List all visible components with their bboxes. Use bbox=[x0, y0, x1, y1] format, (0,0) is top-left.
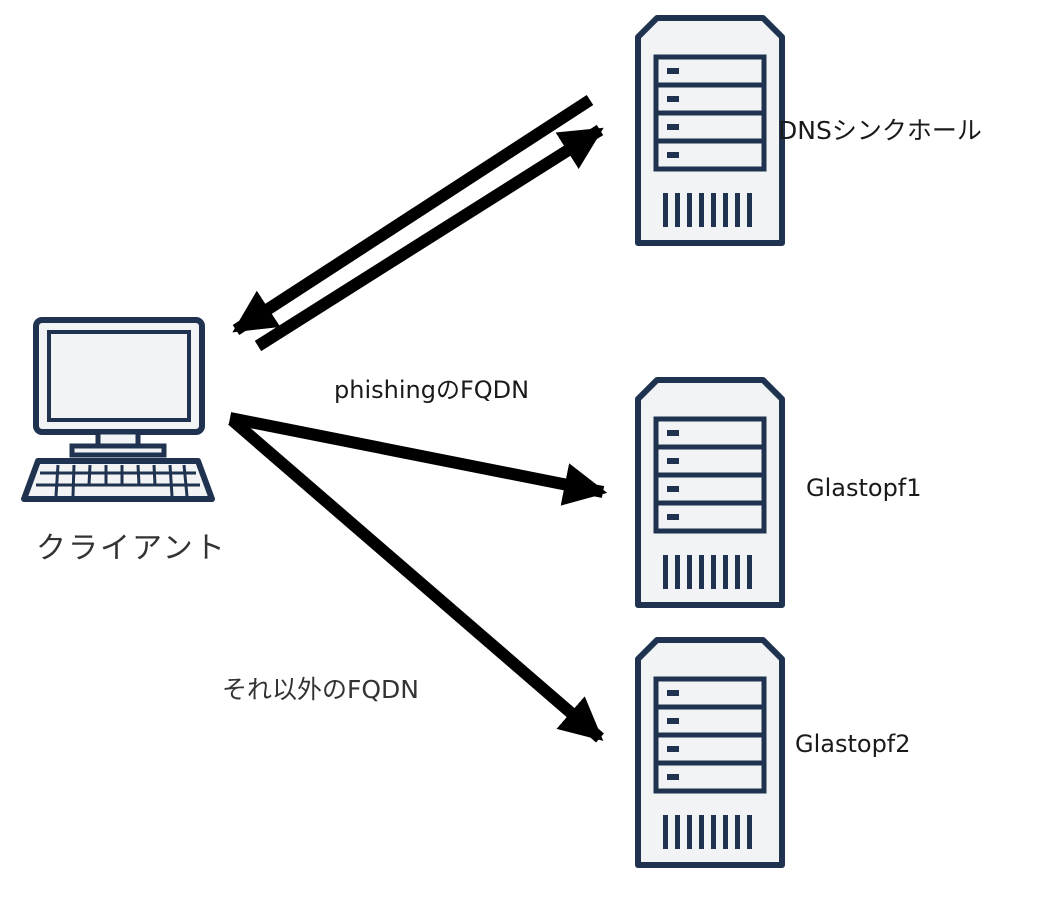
dns-reply-arrow bbox=[232, 94, 594, 336]
glastopf2-label: Glastopf2 bbox=[795, 730, 911, 758]
dns-query-arrow bbox=[254, 124, 604, 352]
glastopf2-server-icon bbox=[638, 640, 782, 865]
dns-server-label: DNSシンクホール bbox=[778, 116, 982, 145]
desktop-computer-icon bbox=[21, 317, 215, 502]
client-label: クライアント bbox=[36, 531, 227, 566]
phishing-arrow bbox=[228, 412, 608, 506]
other-edge-label: それ以外のFQDN bbox=[222, 675, 420, 704]
glastopf1-label: Glastopf1 bbox=[806, 474, 922, 502]
glastopf1-server-icon bbox=[638, 380, 782, 605]
dns-server-icon bbox=[638, 18, 782, 243]
other-fqdn-arrow bbox=[228, 415, 604, 743]
phishing-edge-label: phishingのFQDN bbox=[334, 376, 530, 404]
